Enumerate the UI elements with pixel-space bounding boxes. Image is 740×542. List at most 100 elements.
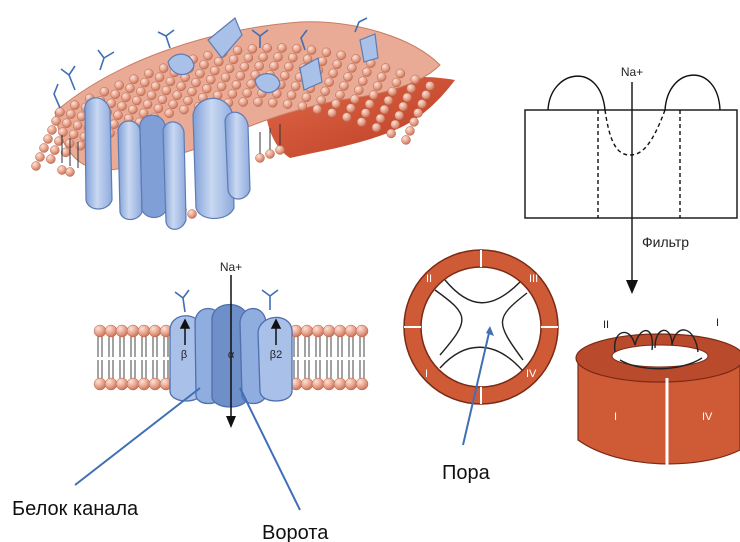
lipid-head xyxy=(247,80,256,89)
lipid-head xyxy=(32,162,41,171)
cyl-domain-i: I xyxy=(614,411,617,423)
lipid-head xyxy=(136,87,145,96)
lipid-head xyxy=(356,325,368,337)
lipid-head xyxy=(348,63,357,72)
lipid-head xyxy=(66,168,75,177)
pore-cylinder xyxy=(576,330,740,470)
lipid-head xyxy=(334,325,346,337)
lipid-tail xyxy=(153,360,157,380)
lipid-tail xyxy=(98,336,102,357)
lipid-head xyxy=(418,99,427,108)
lipid-head xyxy=(40,144,49,153)
lipid-head xyxy=(280,71,289,80)
lipid-head xyxy=(255,62,264,71)
lipid-head xyxy=(325,78,334,87)
cyl-domain-iv: IV xyxy=(702,411,713,423)
lipid-head xyxy=(94,378,106,390)
lipid-head xyxy=(138,325,150,337)
lipid-head xyxy=(210,66,219,75)
lipid-head xyxy=(154,104,163,113)
beta-label: β xyxy=(181,349,187,361)
lipid-head xyxy=(177,82,186,91)
lipid-head xyxy=(291,82,300,91)
lipid-head xyxy=(127,378,139,390)
lipid-head xyxy=(337,51,346,60)
lipid-head xyxy=(94,325,106,337)
lipid-head xyxy=(270,62,279,71)
lipid-head xyxy=(377,73,386,82)
lipid-head xyxy=(76,141,85,150)
filter-label: Фильтр xyxy=(642,234,689,250)
lipid-head xyxy=(147,91,156,100)
lipid-head xyxy=(239,98,248,107)
lipid-head xyxy=(149,325,161,337)
lipid-head xyxy=(336,90,345,99)
lipid-head xyxy=(391,120,400,129)
na-channel-arrowhead xyxy=(226,416,236,428)
lipid-head xyxy=(243,89,252,98)
lipid-head xyxy=(118,102,127,111)
lipid-head xyxy=(268,98,277,107)
lipid-head xyxy=(204,51,213,60)
lipid-head xyxy=(399,102,408,111)
lipid-head xyxy=(340,81,349,90)
lipid-tail xyxy=(360,360,364,380)
lipid-head xyxy=(406,126,415,135)
na-label-top: Na+ xyxy=(621,65,643,79)
lipid-head xyxy=(58,166,67,175)
lipid-head xyxy=(411,75,420,84)
lipid-head xyxy=(128,105,137,114)
lipid-head xyxy=(312,325,324,337)
lipid-head xyxy=(105,378,117,390)
lipid-head xyxy=(395,111,404,120)
lipid-head xyxy=(334,378,346,390)
lipid-head xyxy=(388,87,397,96)
lipid-head xyxy=(116,378,128,390)
lipid-head xyxy=(62,119,71,128)
lipid-tail xyxy=(294,360,298,380)
filter-loop-right xyxy=(665,75,720,110)
lipid-head xyxy=(301,325,313,337)
cyl-domain-i-top: I xyxy=(716,317,719,329)
ring-domain-i: I xyxy=(425,368,428,380)
lipid-head xyxy=(144,69,153,78)
lipid-head xyxy=(149,378,161,390)
lipid-head xyxy=(138,378,150,390)
lipid-head xyxy=(317,96,326,105)
gate-leader xyxy=(240,388,300,510)
lipid-tail xyxy=(153,336,157,357)
na-label-channel: Na+ xyxy=(220,260,242,274)
lipid-tail xyxy=(327,336,331,357)
lipid-head xyxy=(206,75,215,84)
lipid-head xyxy=(407,84,416,93)
lipid-head xyxy=(410,117,419,126)
lipid-head xyxy=(233,46,242,55)
lipid-tail xyxy=(316,336,320,357)
lipid-tail xyxy=(142,360,146,380)
lipid-tail xyxy=(164,336,168,357)
lipid-head xyxy=(345,325,357,337)
lipid-head xyxy=(46,155,55,164)
lipid-head xyxy=(278,44,287,53)
lipid-tail xyxy=(109,336,113,357)
lipid-head xyxy=(188,210,197,219)
channel-protein-leader xyxy=(75,388,200,485)
lipid-head xyxy=(312,378,324,390)
channel-protein-label: Белок канала xyxy=(12,498,139,520)
lipid-head xyxy=(58,128,67,137)
lipid-head xyxy=(159,64,168,73)
lipid-head xyxy=(192,78,201,87)
lipid-head xyxy=(100,87,109,96)
lipid-head xyxy=(50,146,59,155)
lipid-head xyxy=(166,77,175,86)
lipid-head xyxy=(105,325,117,337)
lipid-head xyxy=(422,90,431,99)
filter-schematic xyxy=(525,75,737,294)
ring-domain-iv: IV xyxy=(526,368,537,380)
lipid-tail xyxy=(338,360,342,380)
lipid-tail xyxy=(120,336,124,357)
lipid-tail xyxy=(360,336,364,357)
lipid-head xyxy=(130,75,139,84)
filter-loop-left xyxy=(548,76,605,110)
lipid-head xyxy=(274,53,283,62)
